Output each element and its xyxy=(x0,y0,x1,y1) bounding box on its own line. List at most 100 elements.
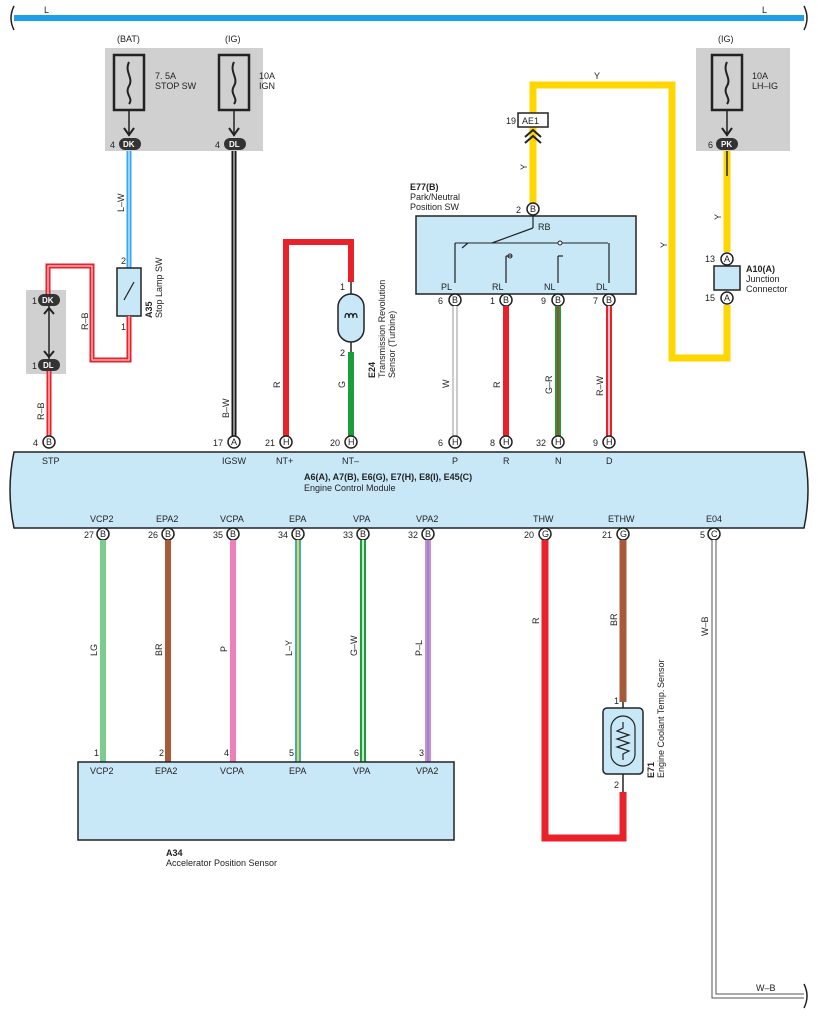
wire-y-ae1-label: Y xyxy=(519,164,529,170)
accel-pin-num: 4 xyxy=(224,748,229,758)
pn-conn-rl: B xyxy=(503,295,509,305)
ecm-top-pin-r: 8 H R xyxy=(490,435,513,466)
a10-conn-bottom: A xyxy=(724,293,730,303)
a10-name2: Connector xyxy=(746,284,788,294)
turbine-pin2: 2 xyxy=(340,348,345,358)
ecm-bpin-conn: B xyxy=(165,529,171,539)
stop-lamp-switch: 2 1 A35 Stop Lamp SW xyxy=(116,256,164,332)
wire-rw-d-label: R–W xyxy=(595,375,605,396)
pn-conn-pl: B xyxy=(452,295,458,305)
junction-ae1: 19 AE1 xyxy=(506,112,549,144)
pn-conn-dl: B xyxy=(606,295,612,305)
bus-right-label: L xyxy=(762,5,767,15)
wire-g-nt-label: G xyxy=(337,381,347,388)
ecm-top-pin-d: 9 H D xyxy=(593,435,616,466)
ecm-top-pin-igsw: 17 A IGSW xyxy=(213,435,247,466)
ecm-bpin-conn: B xyxy=(295,529,301,539)
coolant-id: E71 xyxy=(646,762,656,778)
wire-r-r-label: R xyxy=(492,381,502,388)
ecm-bpin-conn: B xyxy=(425,529,431,539)
coolant-name2: Sensor xyxy=(656,659,666,688)
ae1-conn: AE1 xyxy=(522,116,539,126)
pn-top-pin: 2 xyxy=(516,205,521,215)
pn-pin-nl: 9 xyxy=(541,296,546,306)
ecm-bpin-num: 33 xyxy=(343,530,353,540)
ecm-bpin-label: EPA2 xyxy=(156,514,178,524)
wire-gw-label: G–W xyxy=(349,635,359,656)
a10-pin-bottom: 15 xyxy=(705,293,715,303)
accel-pin-num: 3 xyxy=(419,748,424,758)
ecm-bottom-pins: VCP2 EPA2 VCPA EPA VPA VPA2 THW ETHW E04… xyxy=(84,514,722,541)
ecm-pin-label: P xyxy=(452,456,458,466)
ecm-bpin-num: 27 xyxy=(84,530,94,540)
fuse-stop-sw-rating: 7. 5A xyxy=(155,71,176,81)
ecm-pin-label: NT– xyxy=(342,456,359,466)
wire-ly-label: L–Y xyxy=(284,640,294,656)
wire-y-top xyxy=(529,81,731,362)
ecm-bpin-label: VCP2 xyxy=(90,514,114,524)
dl-conn: DL xyxy=(43,361,54,370)
ecm-bpin-num: 20 xyxy=(524,530,534,540)
fuse-ign-conn: DL xyxy=(229,140,240,149)
wire-wb2-label: W–B xyxy=(756,983,776,993)
ecm-bpin-conn: B xyxy=(360,529,366,539)
dk-conn: DK xyxy=(42,296,54,305)
wire-y-top-label: Y xyxy=(594,71,600,81)
ecm-top-pin-ntminus: 20 H NT– xyxy=(330,435,359,466)
ecm-bpin-num: 35 xyxy=(213,530,223,540)
fuse-ign-pin: 4 xyxy=(215,140,220,150)
pn-conn-nl: B xyxy=(555,295,561,305)
pn-pin-pl: 6 xyxy=(438,296,443,306)
wire-y-pk-label: Y xyxy=(713,214,723,220)
ecm-bpin-label: E04 xyxy=(706,514,722,524)
ecm-pin-conn: H xyxy=(606,437,613,447)
accel-pin-num: 6 xyxy=(354,748,359,758)
ecm-pin-label: IGSW xyxy=(222,456,247,466)
accel-pin-label: EPA2 xyxy=(155,766,177,776)
ecm-pin-label: R xyxy=(503,456,510,466)
bus-right-bracket xyxy=(803,5,808,31)
wire-br-label: BR xyxy=(154,643,164,656)
fuse-stop-sw: (BAT) 7. 5A STOP SW 4 DK xyxy=(110,34,197,150)
ecm-line2: Engine Control Module xyxy=(304,483,396,493)
bus-left-label: L xyxy=(44,5,49,15)
turbine-id: E24 xyxy=(367,362,377,378)
fuse-lh-ig-pin: 6 xyxy=(708,140,713,150)
fuse-stop-sw-pin: 4 xyxy=(110,140,115,150)
ecm-pin-label: D xyxy=(606,456,613,466)
accel-position-sensor: 1 2 4 5 6 3 VCP2 EPA2 VCPA EPA VPA VPA2 … xyxy=(77,748,455,868)
pn-id: E77(B) xyxy=(410,182,439,192)
stop-lamp-pin-top: 2 xyxy=(121,256,126,266)
dk-pin: 1 xyxy=(32,296,37,306)
fuse-stop-sw-source: (BAT) xyxy=(117,34,140,44)
ecm-bpin-label: VCPA xyxy=(220,514,244,524)
ecm-pin-conn: H xyxy=(452,437,459,447)
turbine-name2: Sensor (Turbine) xyxy=(387,311,397,378)
wire-br-ethw-label: BR xyxy=(609,613,619,626)
coolant-pin1: 1 xyxy=(614,696,619,706)
accel-pin-label: VCP2 xyxy=(90,766,114,776)
coolant-pin2: 2 xyxy=(614,780,619,790)
ecm-line1: A6(A), A7(B), E6(G), E7(H), E8(I), E45(C… xyxy=(304,472,472,482)
ecm-pin-num: 6 xyxy=(438,438,443,448)
pn-out-rl: RL xyxy=(492,282,504,292)
wire-wb1-label: W–B xyxy=(700,616,710,636)
accel-id: A34 xyxy=(166,848,183,858)
fuse-lh-ig-name: LH–IG xyxy=(752,81,778,91)
pn-rb: RB xyxy=(538,222,551,232)
a10-id: A10(A) xyxy=(746,264,775,274)
pn-out-pl: PL xyxy=(441,282,452,292)
ecm-bpin-num: 32 xyxy=(408,530,418,540)
ecm-pin-num: 20 xyxy=(330,438,340,448)
wb-right-bracket xyxy=(803,983,808,1009)
wire-p-label: P xyxy=(219,646,229,652)
ecm-pin-label: NT+ xyxy=(276,456,293,466)
dl-pin: 1 xyxy=(32,361,37,371)
accel-pin-num: 2 xyxy=(159,748,164,758)
pn-name2: Position SW xyxy=(410,202,460,212)
ecm-pin-label: STP xyxy=(42,456,60,466)
ecm-bpin-conn: B xyxy=(230,529,236,539)
ecm-bpin-label: ETHW xyxy=(608,514,635,524)
ecm-pin-conn: A xyxy=(231,437,237,447)
coolant-name1: Engine Coolant Temp. xyxy=(656,690,666,778)
